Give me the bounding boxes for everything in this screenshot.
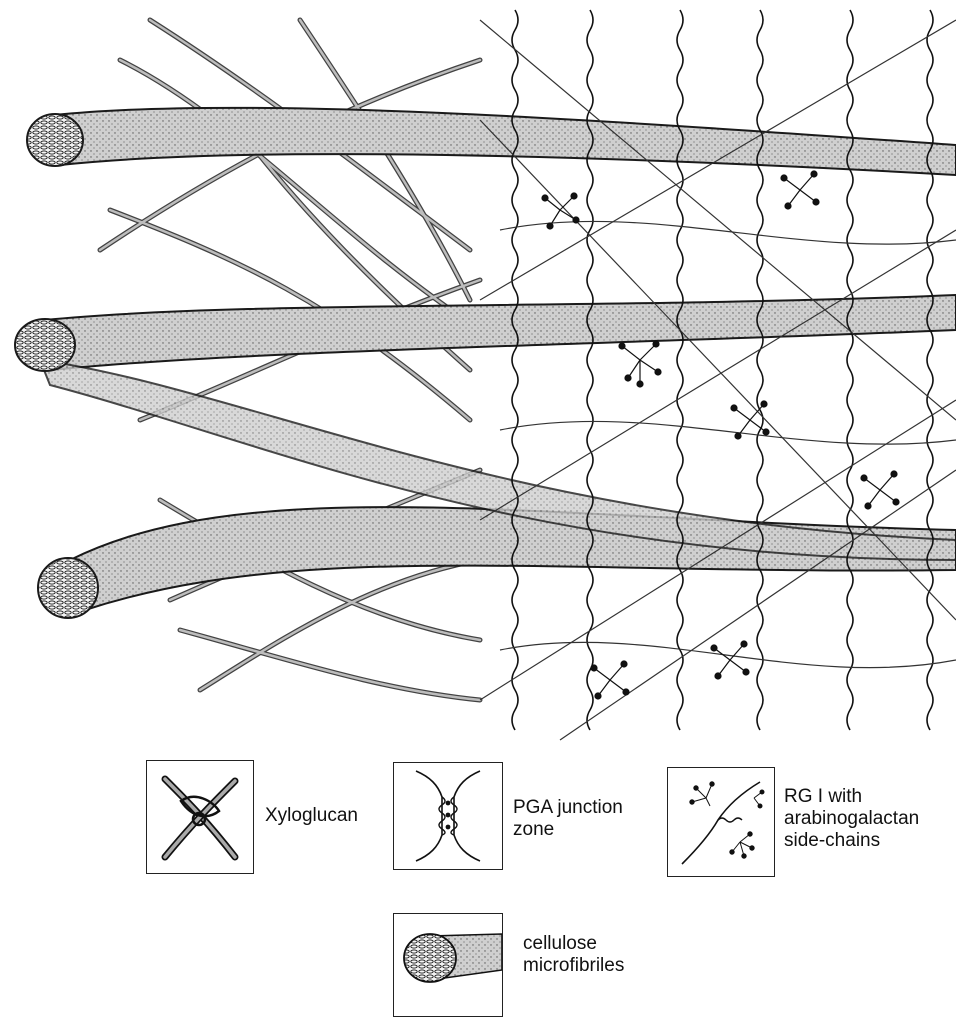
legend-xyloglucan-label: Xyloglucan [265,805,358,827]
cell-wall-illustration [0,0,956,745]
pga-junction-zone-icon [394,763,502,869]
legend-cellulose-label: cellulose microfibriles [523,933,624,977]
rg1-arabinogalactan-icon [668,768,774,876]
legend-rg1-box [667,767,775,877]
cellulose-microfibril-icon [394,914,502,1016]
xyloglucan-crosslink-icon [147,761,253,873]
legend-xyloglucan-box [146,760,254,874]
cellulose-microfibrils [15,108,956,618]
rg1-clusters [542,171,899,699]
legend-rg1-label: RG I with arabinogalactan side-chains [784,786,919,852]
legend-pga-box [393,762,503,870]
pga-chains [512,10,933,730]
legend-cellulose-box [393,913,503,1017]
legend-pga-label: PGA junction zone [513,797,623,841]
